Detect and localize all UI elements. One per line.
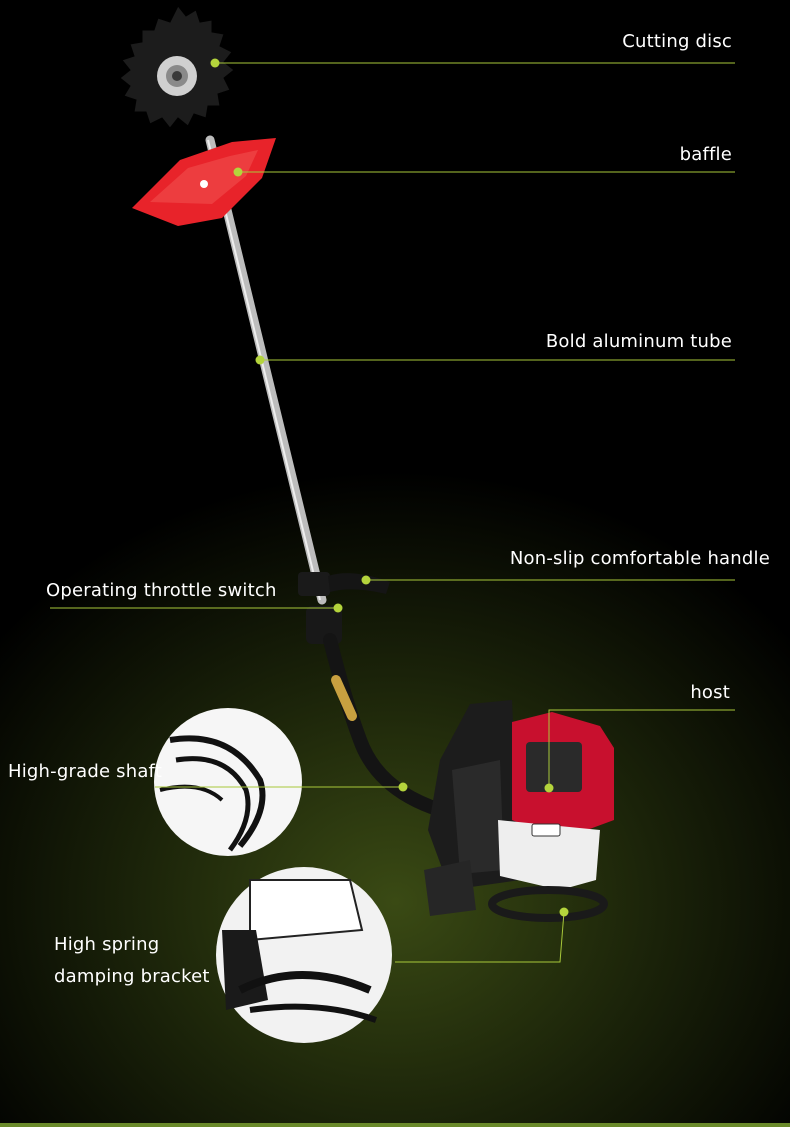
bottom-accent-bar: [0, 1123, 790, 1127]
blade-hub-center: [172, 71, 182, 81]
label-cutting-disc: Cutting disc: [622, 31, 732, 52]
handle-grip: [328, 573, 390, 594]
leader-line-host: [548, 709, 735, 788]
shaft-inset-circle: [154, 708, 302, 856]
shaft-inset-cable-1: [169, 735, 266, 848]
harness-icon: [424, 700, 520, 916]
harness-pad: [452, 760, 504, 874]
bracket-inset-tank: [249, 879, 364, 942]
label-spring-bracket-line-2: damping bracket: [54, 966, 210, 987]
leader-dot-shaft: [398, 782, 408, 792]
label-host: host: [690, 682, 730, 703]
blade-guard-icon: [132, 138, 276, 226]
leader-lines: [50, 62, 735, 963]
label-aluminum-tube: Bold aluminum tube: [545, 331, 732, 352]
label-spring-bracket-line-1: High spring: [54, 934, 160, 955]
harness-strap: [424, 860, 476, 916]
leader-dot-throttle: [333, 603, 343, 613]
bracket-detail-inset: [216, 867, 392, 1043]
leader-dot-spring-bracket: [559, 907, 569, 917]
leader-line-spring-bracket: [395, 911, 565, 963]
label-baffle: baffle: [679, 144, 732, 165]
handle-clamp: [298, 572, 330, 596]
leader-dot-handle: [361, 575, 371, 585]
shaft-inset-cable-2: [175, 756, 251, 852]
label-handle: Non-slip comfortable handle: [509, 548, 770, 569]
leader-dot-host: [544, 783, 554, 793]
leader-dot-cutting-disc: [210, 58, 220, 68]
aluminum-tube-highlight: [207, 139, 321, 601]
engine-base-ring: [488, 886, 608, 922]
label-shaft: High-grade shaft: [8, 761, 163, 782]
leader-dot-baffle: [233, 167, 243, 177]
leader-dots: [210, 58, 569, 917]
shaft-connector: [331, 675, 357, 721]
bracket-inset-spring: [238, 971, 372, 994]
shaft-detail-inset: [154, 708, 302, 856]
guard-bolt: [200, 180, 208, 188]
blade-guard-highlight: [150, 150, 258, 204]
engine-fins: [526, 742, 582, 792]
shaft-inset-cable-3: [159, 784, 224, 802]
leader-dot-aluminum-tube: [255, 355, 265, 365]
bracket-inset-base: [249, 1003, 378, 1023]
engine-tank: [498, 820, 600, 890]
drive-shaft-shape: [323, 633, 447, 817]
engine-badge: [531, 823, 561, 837]
bracket-inset-frame: [222, 930, 268, 1010]
label-throttle: Operating throttle switch: [46, 580, 277, 601]
engine-icon: [488, 712, 614, 922]
aluminum-tube-shape: [205, 135, 327, 605]
cutting-disc-icon: [119, 5, 235, 129]
